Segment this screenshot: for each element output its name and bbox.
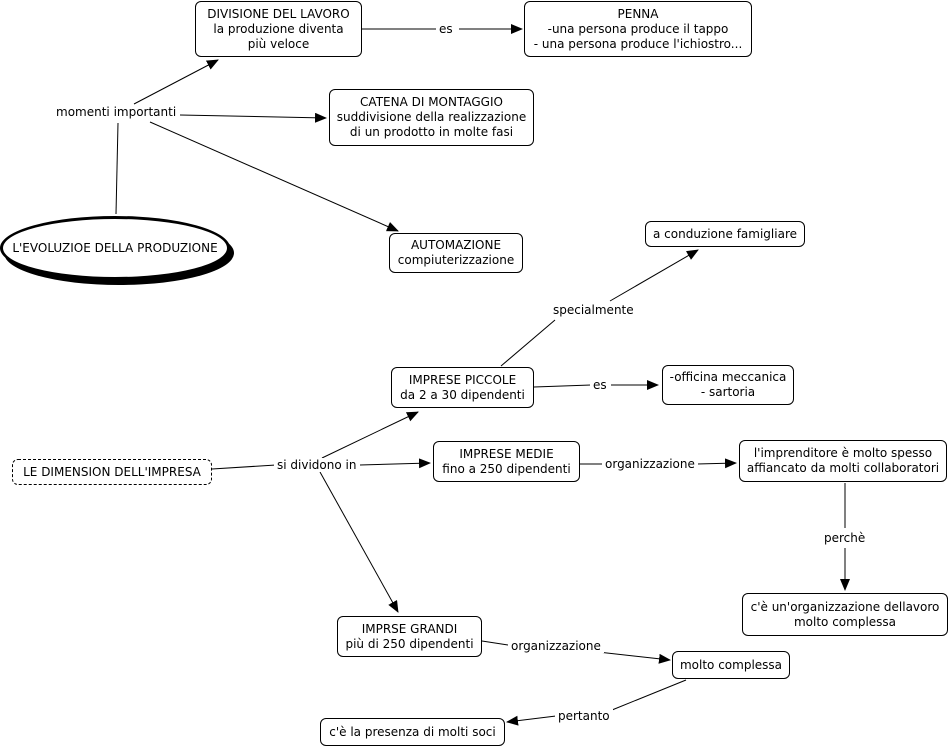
node-text-line: molto complessa <box>793 614 897 629</box>
link-label-pertanto[interactable]: pertanto <box>555 709 613 723</box>
node-molti-soci[interactable]: c'è la presenza di molti soci <box>320 718 505 746</box>
node-text-line: -officina meccanica <box>669 370 787 384</box>
node-text-line: - sartoria <box>700 385 756 399</box>
node-conduzione-famigliare[interactable]: a conduzione famigliare <box>645 221 805 247</box>
node-text-line: IMPRESE MEDIE <box>459 446 554 461</box>
node-text-line: CATENA DI MONTAGGIO <box>360 95 503 109</box>
node-text-line: l'imprenditore è molto spesso <box>753 446 933 460</box>
link-organizzazione-moltocomplessa <box>597 651 671 664</box>
link-sidividono-piccole <box>321 411 419 459</box>
link-moltocomplessa-pertanto <box>611 679 687 711</box>
node-organizzazione-complessa[interactable]: c'è un'organizzazione dellavoro molto co… <box>742 593 948 636</box>
link-label-si-dividono-in[interactable]: si dividono in <box>274 458 360 472</box>
node-text-line: LE DIMENSION DELL'IMPRESA <box>23 464 201 479</box>
link-root-momenti <box>115 122 119 215</box>
node-automazione[interactable]: AUTOMAZIONE compiuterizzazione <box>389 233 523 273</box>
node-text-line: IMPRESE PICCOLE <box>408 372 517 387</box>
node-text-line: c'è un'organizzazione dellavoro <box>750 599 940 614</box>
node-dimensioni-impresa[interactable]: LE DIMENSION DELL'IMPRESA <box>12 459 212 485</box>
node-text-line: molto complessa <box>679 657 783 672</box>
link-specialmente-conduzione <box>609 249 699 302</box>
link-dimensioni-sidividono <box>211 464 277 470</box>
node-text-line: più di 250 dipendenti <box>345 636 474 651</box>
link-label-organizzazione-medie[interactable]: organizzazione <box>602 457 698 471</box>
node-penna[interactable]: PENNA -una persona produce il tappo - un… <box>524 1 752 57</box>
link-sidividono-grandi <box>319 471 399 613</box>
node-text-line: da 2 a 30 dipendenti <box>400 387 525 402</box>
link-label-organizzazione-grandi[interactable]: organizzazione <box>508 639 604 653</box>
node-officina-sartoria[interactable]: -officina meccanica - sartoria <box>662 365 794 405</box>
node-text-line: PENNA <box>617 6 659 21</box>
link-pertanto-soci <box>506 715 557 726</box>
link-label-momenti-importanti[interactable]: momenti importanti <box>53 105 180 119</box>
node-text-line: suddivisione della realizzazione <box>336 110 527 124</box>
link-organizzazione-imprenditore <box>696 458 737 469</box>
link-momenti-divisione <box>133 59 219 105</box>
node-text-line: affiancato da molti collaboratori <box>746 461 940 475</box>
node-catena-di-montaggio[interactable]: CATENA DI MONTAGGIO suddivisione della r… <box>329 89 534 146</box>
node-imprenditore[interactable]: l'imprenditore è molto spesso affiancato… <box>739 440 947 482</box>
node-text-line: più veloce <box>247 36 310 51</box>
node-text-line: a conduzione famigliare <box>652 226 797 241</box>
node-divisione-del-lavoro[interactable]: DIVISIONE DEL LAVORO la produzione diven… <box>195 1 362 57</box>
root-node-evoluzione[interactable]: L'EVOLUZIOE DELLA PRODUZIONE <box>0 216 230 280</box>
node-text-line: c'è la presenza di molti soci <box>329 724 496 739</box>
link-grandi-organizzazione <box>481 640 509 646</box>
node-imprese-piccole[interactable]: IMPRESE PICCOLE da 2 a 30 dipendenti <box>391 367 534 408</box>
node-text-line: DIVISIONE DEL LAVORO <box>207 6 350 21</box>
link-piccole-specialmente <box>500 319 556 367</box>
node-text-line: compiuterizzazione <box>397 253 515 267</box>
link-label-es-penna[interactable]: es <box>436 22 456 36</box>
link-piccole-es <box>533 384 592 388</box>
node-text-line: AUTOMAZIONE <box>410 238 502 252</box>
node-text-line: -una persona produce il tappo <box>547 21 729 36</box>
node-imprese-grandi[interactable]: IMPRSE GRANDI più di 250 dipendenti <box>337 616 482 657</box>
node-text-line: di un prodotto in molte fasi <box>349 125 514 139</box>
node-molto-complessa[interactable]: molto complessa <box>672 651 790 679</box>
link-label-specialmente[interactable]: specialmente <box>550 303 637 317</box>
node-text-line: - una persona produce l'ichiostro... <box>533 36 743 51</box>
node-text-line: IMPRSE GRANDI <box>361 621 458 636</box>
node-text-line: fino a 250 dipendenti <box>442 461 571 476</box>
node-imprese-medie[interactable]: IMPRESE MEDIE fino a 250 dipendenti <box>433 441 580 482</box>
link-label-perche[interactable]: perchè <box>821 531 869 545</box>
root-label: L'EVOLUZIOE DELLA PRODUZIONE <box>12 240 218 255</box>
node-text-line: la produzione diventa <box>213 21 344 36</box>
link-sidividono-medie <box>359 458 431 469</box>
link-label-es-officina[interactable]: es <box>590 378 610 392</box>
link-momenti-automazione <box>149 121 399 232</box>
link-momenti-catena <box>179 112 327 123</box>
